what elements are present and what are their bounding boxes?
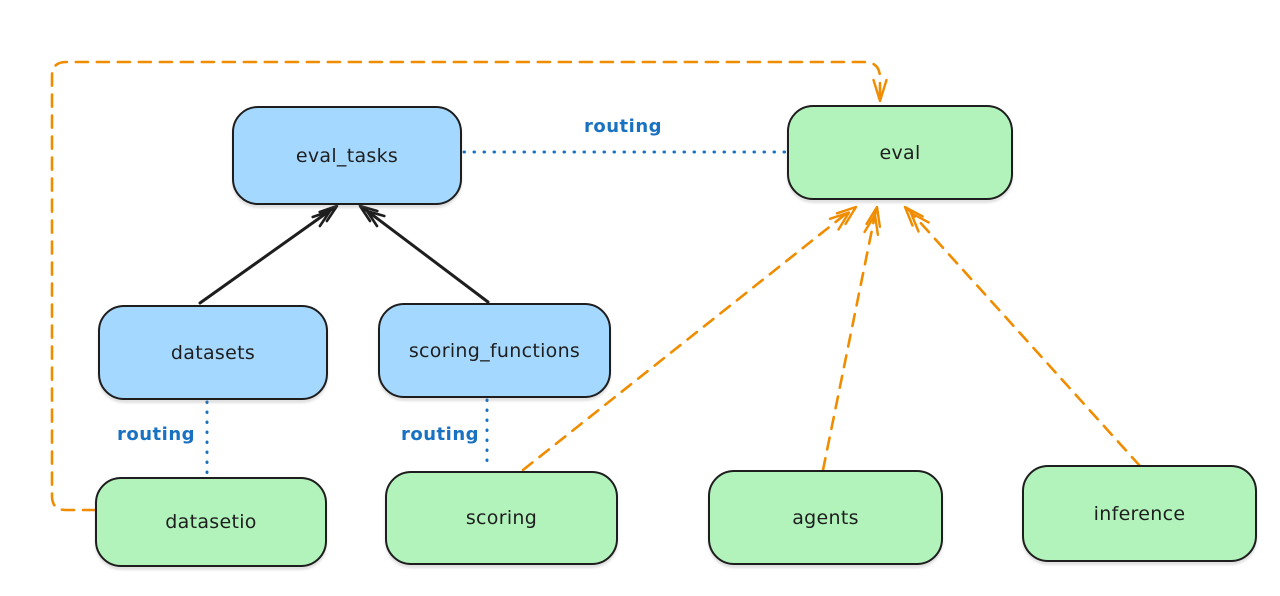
node-datasetio: datasetio (95, 477, 327, 567)
node-inference: inference (1022, 465, 1257, 562)
node-scoring-functions: scoring_functions (378, 303, 611, 398)
edge-datasetio-to-eval (50, 60, 888, 512)
edge-label-routing-datasets-datasetio: routing (117, 424, 196, 445)
edge-datasets-to-eval-tasks (198, 204, 339, 305)
node-scoring-functions-label: scoring_functions (408, 339, 581, 362)
edge-inference-to-eval (903, 205, 1142, 468)
edge-scoring-functions-to-eval-tasks (358, 204, 490, 304)
node-agents: agents (708, 470, 943, 565)
node-eval-tasks-label: eval_tasks (295, 144, 399, 167)
node-datasets-label: datasets (170, 341, 256, 364)
node-eval: eval (787, 105, 1013, 200)
node-inference-label: inference (1093, 502, 1186, 525)
edge-label-routing-eval-tasks-eval: routing (584, 116, 663, 137)
edge-label-routing-scoring-functions-scoring: routing (401, 424, 480, 445)
edge-agents-to-eval (821, 205, 882, 472)
node-eval-tasks: eval_tasks (232, 106, 462, 205)
node-agents-label: agents (792, 506, 859, 529)
node-scoring: scoring (385, 471, 618, 565)
node-eval-label: eval (879, 141, 921, 164)
node-datasetio-label: datasetio (165, 511, 257, 533)
node-datasets: datasets (98, 305, 328, 400)
edge-scoring-to-eval (521, 205, 858, 472)
node-scoring-label: scoring (465, 507, 538, 529)
